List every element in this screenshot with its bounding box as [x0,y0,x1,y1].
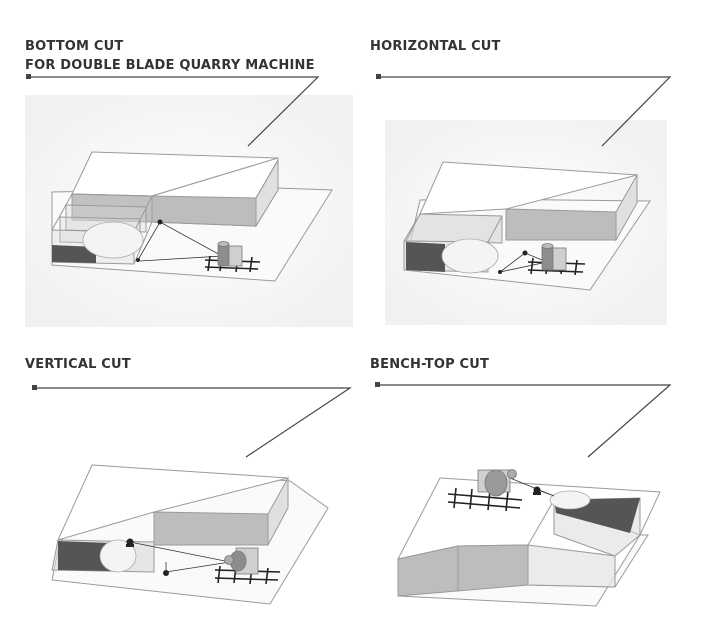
leader-line-icon [26,74,320,147]
cut-slab [527,544,616,588]
leader-line-icon [375,382,672,458]
rail-track-icon [204,255,261,273]
rail-track-icon [447,487,523,512]
diamond-wire [504,475,555,497]
stone-block [403,161,638,244]
quarry-machine-icon [541,243,567,271]
bottom-cut-panel [25,74,353,327]
wire-pulley-icon [157,219,163,225]
horizontal-cut-panel [376,74,672,325]
bench-top-cut-title: BENCH-TOP CUT [370,355,489,374]
wire-pulley-icon [522,250,528,256]
wire-disc [99,539,137,573]
wire-disc [441,238,499,274]
quarry-machine-icon [224,547,259,575]
wire-pulley-icon [533,486,541,495]
horizontal-cut-title: HORIZONTAL CUT [370,37,501,56]
diamond-wire [137,221,224,262]
wire-pulley-icon [136,258,140,262]
wire-disc [82,221,144,259]
bench-top-cut-title-line1: BENCH-TOP CUT [370,357,490,372]
stone-block [397,544,529,597]
leader-line-icon [32,385,352,458]
vertical-cut-title: VERTICAL CUT [25,355,131,374]
dark-cut-face [406,242,445,272]
diamond-wire [499,252,549,273]
horizontal-cut-title-line1: HORIZONTAL CUT [370,39,501,54]
bottom-cut-title-line2: FOR DOUBLE BLADE QUARRY MACHINE [25,58,315,73]
dark-cut-face [52,245,96,263]
bottom-cut-title: BOTTOM CUT FOR DOUBLE BLADE QUARRY MACHI… [25,37,315,75]
wire-pulley-icon [126,538,134,547]
quarry-machine-icon [217,241,243,267]
leader-line-icon [376,74,672,147]
dark-cut-face [58,541,110,571]
wire-disc [549,490,591,510]
bottom-cut-title-line1: BOTTOM CUT [25,39,124,54]
stone-block [57,464,289,546]
quarry-machine-icon [477,469,517,497]
wire-pulley-icon [498,270,502,274]
vertical-cut-title-line1: VERTICAL CUT [25,357,131,372]
vertical-cut-panel [32,385,352,605]
stone-block [71,151,279,228]
bench-top-cut-panel [375,382,672,607]
wire-pulley-icon [163,570,169,576]
